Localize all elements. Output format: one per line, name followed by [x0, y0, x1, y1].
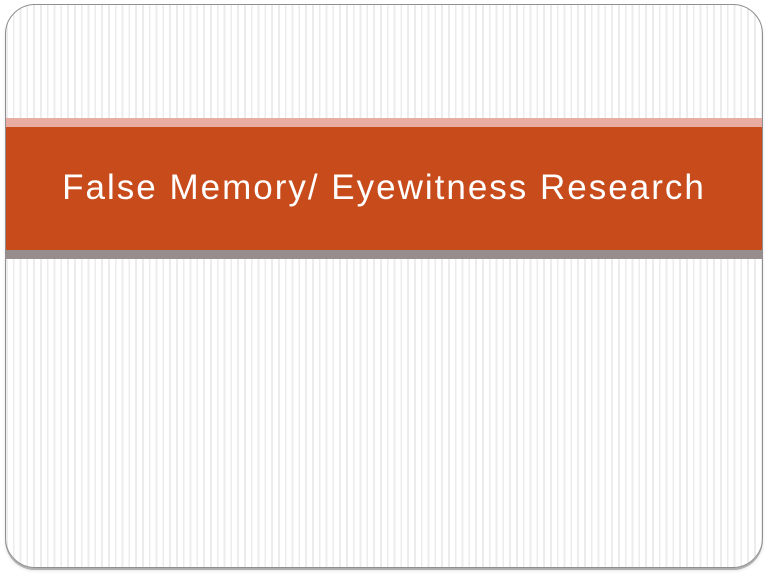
banner-bottom-stripe: [6, 250, 762, 259]
slide: False Memory/ Eyewitness Research: [5, 4, 763, 568]
slide-title: False Memory/ Eyewitness Research: [62, 168, 706, 208]
title-banner: False Memory/ Eyewitness Research: [6, 127, 762, 250]
banner-top-stripe: [6, 118, 762, 127]
